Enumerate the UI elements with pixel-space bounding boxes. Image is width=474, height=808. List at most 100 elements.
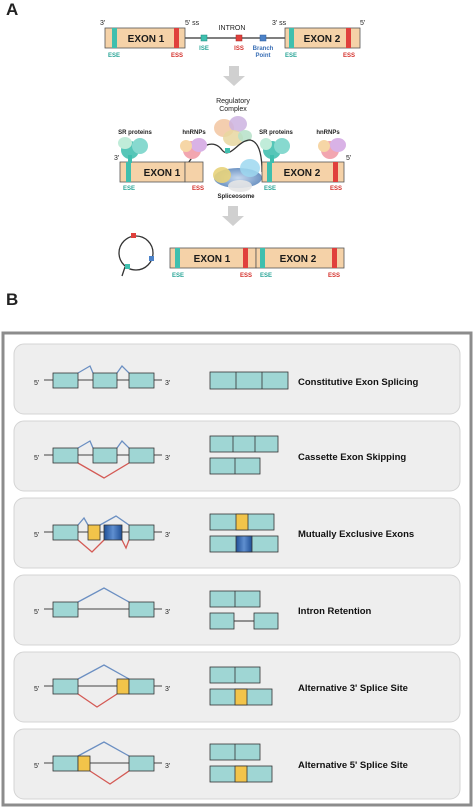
ess-mark <box>174 28 179 48</box>
hnrnp-blob <box>180 140 192 152</box>
upper-junction <box>116 439 130 449</box>
ese-mark-final <box>175 248 180 268</box>
three-prime: 3' <box>165 686 170 693</box>
row-alt-3-prime: 5' 3' Alternative 3' Splice Site <box>34 664 408 708</box>
ese-label-final: ESE <box>172 273 184 279</box>
ese-label-2: ESE <box>285 53 297 59</box>
ess-label-final-2: ESS <box>328 273 340 279</box>
lower-junction <box>121 539 130 550</box>
three-prime: 3' <box>165 609 170 616</box>
row-background <box>13 497 461 569</box>
row-label: Cassette Exon Skipping <box>298 452 406 463</box>
upper-junction <box>77 365 94 374</box>
iss-mark <box>235 34 243 42</box>
alt-exon-blue <box>235 535 253 553</box>
ese-mark-2 <box>289 28 294 48</box>
ese-label-mid: ESE <box>123 186 135 192</box>
lower-junction <box>77 539 105 553</box>
exon2-label: EXON 2 <box>304 34 341 45</box>
three-prime: 3' <box>165 455 170 462</box>
row-label: Constitutive Exon Splicing <box>298 377 419 388</box>
regulatory-label-1: Regulatory <box>216 98 250 105</box>
five-prime: 5' <box>34 380 39 387</box>
upper-junction <box>99 515 130 526</box>
upper-junction <box>77 516 89 526</box>
three-ss-label: 3' ss <box>272 20 287 27</box>
upper-junction <box>77 741 130 757</box>
lower-junction <box>89 770 130 785</box>
exon <box>92 447 118 464</box>
three-prime: 3' <box>165 380 170 387</box>
ese-mark <box>112 28 117 48</box>
five-prime: 5' <box>34 609 39 616</box>
ese-label-final-2: ESE <box>260 273 272 279</box>
exon1-label: EXON 1 <box>128 34 165 45</box>
five-ss-label: 5' ss <box>185 20 200 27</box>
upper-junction <box>77 440 94 449</box>
exon2-box-mid <box>261 161 345 183</box>
exon2-label-mid: EXON 2 <box>284 168 321 179</box>
lariat-loop <box>118 235 154 271</box>
three-prime: 3' <box>165 532 170 539</box>
three-prime: 3' <box>165 763 170 770</box>
mrna-inclusion <box>209 435 279 453</box>
alt-exon-yellow <box>87 524 101 541</box>
ise-mark <box>200 34 208 42</box>
row-mutually-exclusive: 5' 3' Mutually Exclusive Exons <box>34 513 414 553</box>
five-prime: 5' <box>34 763 39 770</box>
iss-label: ISS <box>234 46 244 52</box>
five-prime-label: 5' <box>360 20 365 27</box>
upper-junction <box>77 664 130 680</box>
exon <box>52 372 79 389</box>
alt-region <box>77 755 91 772</box>
row-background <box>13 651 461 723</box>
panel-b-letter: B <box>6 290 18 309</box>
ess-mark-2 <box>346 28 351 48</box>
mrna-retained <box>253 612 279 630</box>
exon <box>128 524 155 541</box>
sr-proteins-label-2: SR proteins <box>259 130 293 136</box>
exon1-label-final: EXON 1 <box>194 254 231 265</box>
panel-a-letter: A <box>6 0 18 19</box>
sr-protein-blob <box>274 138 290 154</box>
exon <box>128 678 155 695</box>
ese-mark-mid <box>126 162 131 182</box>
lariat-iss <box>131 233 136 238</box>
row-label: Intron Retention <box>298 606 372 617</box>
ess-label-final: ESS <box>240 273 252 279</box>
exon <box>52 601 79 618</box>
exon <box>128 372 155 389</box>
row-intron-retention: 5' 3' Intron Retention <box>34 587 372 630</box>
spliceosome-label: Spliceosome <box>217 194 255 200</box>
five-prime-label-mid: 5' <box>346 155 351 162</box>
row-label: Alternative 5' Splice Site <box>298 760 408 771</box>
alt-exon-blue <box>103 524 123 541</box>
exon1-tail-mid <box>184 161 204 183</box>
row-label: Mutually Exclusive Exons <box>298 529 414 540</box>
exon2-box <box>284 27 361 49</box>
spliced-mrna: EXON 1 EXON 2 ESE ESS ESE ESS <box>118 233 345 279</box>
regulatory-blob <box>223 130 243 146</box>
lariat-branch <box>149 256 154 261</box>
spliceosome-part <box>213 167 231 183</box>
hnrnp-blob <box>330 138 346 152</box>
alt-region <box>234 765 248 783</box>
five-prime: 5' <box>34 686 39 693</box>
sr-stem <box>128 155 132 163</box>
mrna <box>209 371 289 390</box>
regulatory-blob <box>229 116 247 132</box>
intron-label: INTRON <box>219 25 246 32</box>
upper-junction <box>77 587 130 603</box>
lower-junction <box>77 693 118 708</box>
ess-label-2: ESS <box>343 53 355 59</box>
exon <box>128 601 155 618</box>
ess-mark-final <box>243 248 248 268</box>
three-prime-label-mid: 3' <box>114 155 119 162</box>
alt-region <box>116 678 130 695</box>
row-constitutive: 5' 3' Constitutive Exon Splicing <box>34 364 419 390</box>
branch-label-1: Branch <box>253 46 274 52</box>
sr-protein-blob <box>260 138 272 150</box>
five-prime: 5' <box>34 455 39 462</box>
ise-label: ISE <box>199 46 209 52</box>
